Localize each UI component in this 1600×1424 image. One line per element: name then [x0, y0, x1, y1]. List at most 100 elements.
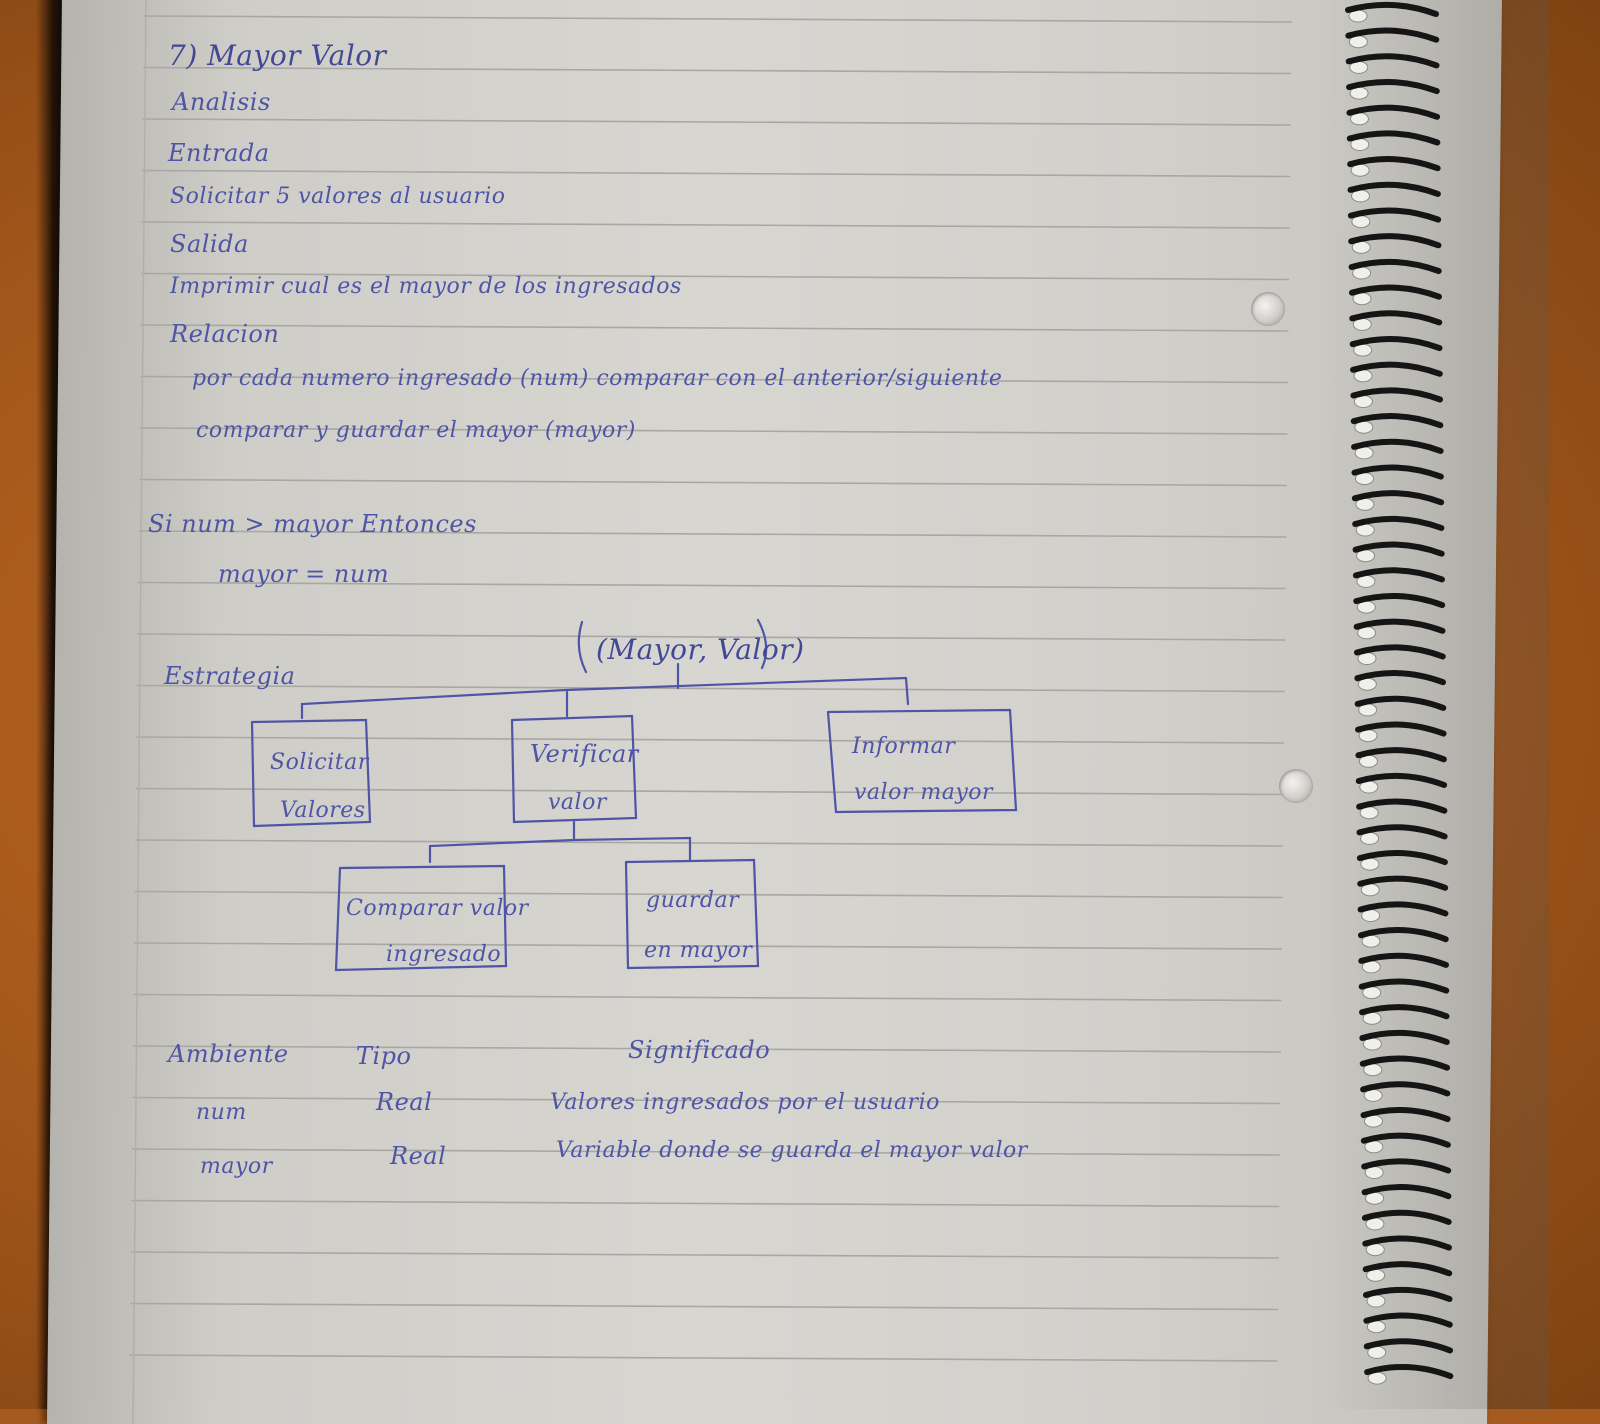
spiral-coil: [1359, 1029, 1450, 1051]
spiral-coil: [1347, 207, 1442, 229]
heading-salida: Salida: [170, 230, 249, 258]
diagram-root-label: (Mayor, Valor): [596, 633, 805, 666]
spiral-coil: [1354, 695, 1447, 717]
spiral-coil: [1345, 53, 1440, 74]
rule-line: [138, 530, 1287, 538]
rule-line: [136, 736, 1285, 744]
spiral-coil: [1356, 824, 1448, 845]
box-informar-line2: valor mayor: [854, 780, 994, 805]
table-row-2-name: mayor: [200, 1154, 273, 1179]
rule-line: [129, 1354, 1278, 1362]
spiral-coil: [1358, 978, 1450, 1000]
spiral-coil: [1353, 592, 1446, 614]
box-comparar-line2: ingresado: [386, 942, 502, 967]
spiral-binding-icon: [1345, 1, 1454, 1385]
entrada-text: Solicitar 5 valores al usuario: [170, 184, 506, 209]
spiral-coil: [1359, 1055, 1451, 1077]
table-header-ambiente: Ambiente: [168, 1040, 289, 1068]
relacion-line-1: por cada numero ingresado (num) comparar…: [192, 366, 1003, 391]
table-row-2-desc: Variable donde se guarda el mayor valor: [556, 1138, 1028, 1163]
spiral-coil: [1350, 387, 1444, 408]
box-guardar-line1: guardar: [646, 888, 740, 913]
rule-line: [135, 839, 1284, 847]
spiral-coil: [1364, 1363, 1454, 1385]
spiral-coil: [1345, 27, 1440, 49]
spiral-coil: [1361, 1209, 1452, 1231]
spiral-coil: [1353, 618, 1446, 640]
spiral-coil: [1363, 1312, 1453, 1334]
spiral-coil: [1349, 335, 1443, 357]
spiral-coil: [1357, 901, 1449, 922]
box-informar-line1: Informar: [852, 734, 956, 759]
rule-line: [140, 324, 1289, 332]
salida-text: Imprimir cual es el mayor de los ingresa…: [170, 274, 682, 299]
rule-line: [139, 427, 1288, 435]
spiral-coil: [1348, 233, 1442, 254]
table-row-1-type: Real: [376, 1088, 433, 1116]
rule-line: [143, 66, 1292, 75]
rule-line: [136, 684, 1285, 693]
spiral-coil: [1360, 1106, 1451, 1128]
rule-line: [143, 15, 1292, 23]
spiral-coil: [1352, 541, 1445, 563]
spiral-coil: [1354, 644, 1446, 665]
rule-line: [134, 942, 1283, 950]
spiral-coil: [1354, 670, 1447, 691]
heading-estrategia: Estrategia: [164, 662, 296, 690]
spiral-coil: [1351, 490, 1445, 511]
condition-line-1: Si num > mayor Entonces: [148, 510, 477, 538]
spiral-coil: [1360, 1132, 1451, 1154]
spiral-coil: [1356, 849, 1448, 871]
spiral-coil: [1355, 772, 1448, 794]
table-header-significado: Significado: [628, 1036, 771, 1064]
relacion-line-2: comparar y guardar el mayor (mayor): [196, 418, 636, 443]
rule-line: [139, 375, 1288, 384]
spiral-coil: [1346, 130, 1441, 151]
rule-line: [142, 118, 1291, 126]
spiral-coil: [1345, 1, 1439, 23]
box-comparar-line1: Comparar valor: [346, 896, 529, 921]
spiral-coil: [1357, 927, 1449, 948]
heading-relacion: Relacion: [170, 320, 280, 348]
table-row-1-name: num: [196, 1100, 247, 1125]
spiral-coil: [1361, 1158, 1452, 1179]
punch-hole-icon: [1251, 292, 1285, 326]
punch-hole-icon: [1279, 769, 1313, 803]
spiral-coil: [1357, 875, 1449, 897]
spiral-coil: [1348, 258, 1442, 280]
spiral-coil: [1356, 798, 1448, 820]
spiral-coil: [1363, 1286, 1453, 1308]
spiral-coil: [1352, 567, 1445, 588]
spiral-coil: [1346, 104, 1441, 126]
notebook-page: [47, 0, 1502, 1424]
rule-line: [133, 993, 1282, 1002]
spiral-coil: [1347, 181, 1441, 203]
rule-line: [141, 272, 1290, 281]
spiral-coil: [1348, 284, 1442, 306]
spiral-coil: [1358, 952, 1449, 974]
spiral-coil: [1362, 1261, 1453, 1282]
box-solicitar-line1: Solicitar: [270, 750, 369, 775]
spiral-coil: [1362, 1235, 1452, 1257]
rule-line: [130, 1302, 1279, 1311]
rule-line: [142, 169, 1291, 178]
rule-line: [131, 1199, 1280, 1208]
rule-line: [132, 1096, 1281, 1105]
table-row-2-type: Real: [390, 1142, 447, 1170]
spiral-coil: [1355, 721, 1447, 743]
spiral-coil: [1355, 747, 1447, 768]
rule-line: [135, 787, 1284, 796]
spiral-coil: [1352, 515, 1445, 537]
box-verificar-line1: Verificar: [530, 740, 639, 768]
rule-line: [138, 478, 1287, 487]
spiral-coil: [1351, 438, 1444, 460]
page-title: 7) Mayor Valor: [168, 39, 387, 72]
rule-line: [130, 1251, 1279, 1259]
box-guardar-line2: en mayor: [644, 938, 753, 963]
spiral-coil: [1347, 156, 1441, 177]
heading-analisis: Analisis: [172, 88, 271, 116]
spiral-coil: [1360, 1081, 1451, 1102]
spiral-coil: [1363, 1338, 1454, 1359]
spiral-coil: [1350, 413, 1444, 434]
